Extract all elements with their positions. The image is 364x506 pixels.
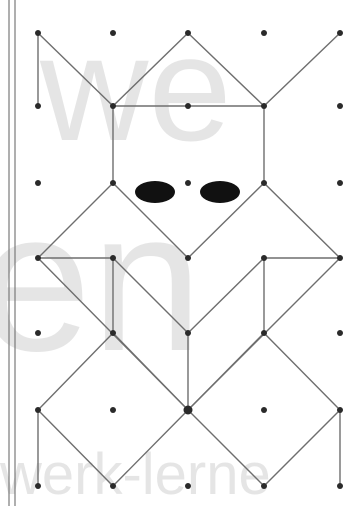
- figure-line: [264, 183, 340, 258]
- grid-dot: [337, 255, 343, 261]
- grid-dot: [35, 180, 41, 186]
- grid-dot: [110, 407, 116, 413]
- left-eye: [135, 181, 175, 203]
- grid-dot: [261, 483, 267, 489]
- grid-dot: [337, 103, 343, 109]
- grid-dot: [261, 407, 267, 413]
- grid-dot: [110, 255, 116, 261]
- grid-dot: [185, 483, 191, 489]
- figure-line: [264, 333, 340, 410]
- grid-dot: [35, 330, 41, 336]
- grid-dot: [261, 180, 267, 186]
- grid-dot: [185, 255, 191, 261]
- right-eye: [200, 181, 240, 203]
- grid-dot: [35, 103, 41, 109]
- figure-line: [264, 410, 340, 486]
- grid-dot: [110, 103, 116, 109]
- grid-dot: [185, 180, 191, 186]
- grid-dot: [185, 103, 191, 109]
- grid-dot: [35, 483, 41, 489]
- grid-dot: [110, 483, 116, 489]
- grid-dot: [261, 255, 267, 261]
- grid-dot: [261, 103, 267, 109]
- grid-dot: [110, 180, 116, 186]
- grid-dot: [337, 330, 343, 336]
- grid-dot: [110, 330, 116, 336]
- watermark-middle: en: [0, 170, 202, 393]
- grid-dot: [35, 30, 41, 36]
- grid-dot: [185, 30, 191, 36]
- grid-dot: [337, 407, 343, 413]
- grid-dot: [35, 407, 41, 413]
- watermark-top: we: [39, 4, 232, 172]
- grid-dot: [261, 30, 267, 36]
- grid-dot: [185, 330, 191, 336]
- grid-dot: [110, 30, 116, 36]
- grid-dot: [184, 406, 193, 415]
- grid-dot: [337, 30, 343, 36]
- grid-dot: [337, 180, 343, 186]
- grid-dot: [261, 330, 267, 336]
- grid-dot: [337, 483, 343, 489]
- grid-dot: [35, 255, 41, 261]
- figure-line: [264, 33, 340, 106]
